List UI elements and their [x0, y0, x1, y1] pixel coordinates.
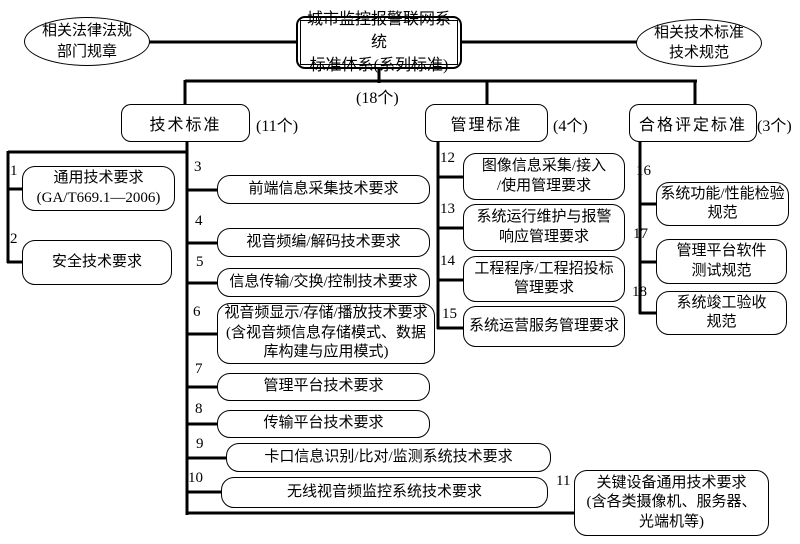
item-number-7: 7 — [195, 361, 203, 377]
item-number-6: 6 — [193, 304, 201, 320]
item-box-general-tech-requirements: 通用技术要求 (GA/T669.1—2006) — [22, 166, 175, 211]
law-regulation-label: 相关法律法规 部门规章 — [41, 23, 132, 60]
item-number-1: 1 — [10, 163, 18, 179]
branch-header-management: 管理标准 — [425, 104, 548, 142]
item-box-security-tech-requirements: 安全技术要求 — [22, 240, 172, 285]
item-label: 安全技术要求 — [51, 253, 142, 270]
branch-header-technical: 技术标准 — [121, 104, 250, 142]
item-label: 系统功能/性能检验 规范 — [660, 185, 785, 222]
item-box-platform-software-testing: 管理平台软件 测试规范 — [656, 239, 787, 284]
tech-standard-label: 相关技术标准 技术规范 — [653, 24, 744, 61]
branch-header-conformity: 合格评定标准 — [629, 104, 757, 142]
item-number-4: 4 — [195, 213, 203, 229]
item-box-front-end-collection: 前端信息采集技术要求 — [217, 175, 430, 204]
item-label: 视音频显示/存储/播放技术要求 (含视音频信息存储模式、数据 库构建与应用模式) — [224, 305, 428, 361]
branch-count-conformity: (3个) — [757, 118, 792, 135]
item-label: 前端信息采集技术要求 — [248, 180, 399, 197]
item-box-function-performance-inspection: 系统功能/性能检验 规范 — [656, 182, 789, 226]
item-label: 图像信息采集/接入 /使用管理要求 — [481, 158, 607, 194]
branch-header-management-label: 管理标准 — [450, 117, 523, 134]
item-label: 传输平台技术要求 — [263, 415, 384, 432]
law-regulation-ellipse: 相关法律法规 部门规章 — [24, 17, 150, 66]
item-label: 系统竣工验收 规范 — [676, 294, 767, 331]
item-box-engineering-procedure-bidding: 工程程序/工程招投标 管理要求 — [463, 256, 625, 302]
tech-standard-ellipse: 相关技术标准 技术规范 — [636, 19, 762, 67]
item-box-image-info-management: 图像信息采集/接入 /使用管理要求 — [463, 153, 625, 200]
item-number-11: 11 — [556, 473, 571, 489]
item-number-13: 13 — [440, 201, 455, 217]
item-label: 通用技术要求 (GA/T669.1—2006) — [36, 170, 161, 206]
item-label: 视音频编/解码技术要求 — [246, 233, 401, 250]
branch-header-technical-label: 技术标准 — [149, 117, 222, 134]
branch-count-technical: (11个) — [256, 118, 299, 135]
item-label: 无线视音频监控系统技术要求 — [286, 483, 482, 500]
item-label: 工程程序/工程招投标 管理要求 — [474, 260, 614, 297]
item-label: 系统运行维护与报警 响应管理要求 — [476, 209, 612, 245]
item-label: 关键设备通用技术要求 (含各类摄像机、服务器、 光端机等) — [586, 474, 757, 530]
item-number-12: 12 — [440, 150, 455, 166]
item-box-info-transmission-exchange-control: 信息传输/交换/控制技术要求 — [217, 268, 430, 297]
item-number-3: 3 — [194, 159, 202, 175]
item-box-operation-maintenance-alarm: 系统运行维护与报警 响应管理要求 — [463, 204, 625, 251]
item-box-key-equipment: 关键设备通用技术要求 (含各类摄像机、服务器、 光端机等) — [574, 470, 769, 536]
item-number-8: 8 — [195, 401, 203, 417]
item-number-10: 10 — [188, 470, 203, 486]
root-title-box: 城市监控报警联网系统 标准体系(系列标准) — [296, 11, 462, 74]
item-number-5: 5 — [196, 254, 204, 270]
item-label: 管理平台技术要求 — [263, 378, 384, 395]
item-box-checkpoint-recognition: 卡口信息识别/比对/监测系统技术要求 — [226, 443, 551, 472]
item-box-completion-acceptance: 系统竣工验收 规范 — [656, 291, 787, 335]
item-number-2: 2 — [10, 231, 18, 247]
item-label: 信息传输/交换/控制技术要求 — [229, 273, 418, 290]
item-box-transmission-platform: 传输平台技术要求 — [217, 410, 430, 438]
root-title-label: 城市监控报警联网系统 标准体系(系列标准) — [306, 10, 451, 75]
item-box-wireless-av-surveillance: 无线视音频监控系统技术要求 — [221, 477, 548, 508]
item-number-9: 9 — [196, 436, 204, 452]
item-number-16: 16 — [636, 163, 651, 179]
item-number-14: 14 — [440, 253, 455, 269]
item-number-18: 18 — [632, 284, 647, 300]
total-count-label: (18个) — [356, 90, 399, 107]
item-label: 系统运营服务管理要求 — [468, 317, 619, 334]
item-label: 管理平台软件 测试规范 — [676, 243, 767, 279]
branch-count-management: (4个) — [553, 118, 588, 135]
branch-header-conformity-label: 合格评定标准 — [638, 117, 747, 134]
item-number-17: 17 — [633, 226, 648, 242]
item-label: 卡口信息识别/比对/监测系统技术要求 — [264, 448, 513, 465]
item-box-system-operation-service: 系统运营服务管理要求 — [463, 306, 625, 347]
item-number-15: 15 — [442, 306, 457, 322]
item-box-management-platform: 管理平台技术要求 — [217, 373, 430, 401]
item-box-av-codec: 视音频编/解码技术要求 — [217, 228, 430, 257]
root-title-inner: 城市监控报警联网系统 标准体系(系列标准) — [300, 11, 458, 74]
item-box-av-display-storage-playback: 视音频显示/存储/播放技术要求 (含视音频信息存储模式、数据 库构建与应用模式) — [217, 303, 435, 364]
